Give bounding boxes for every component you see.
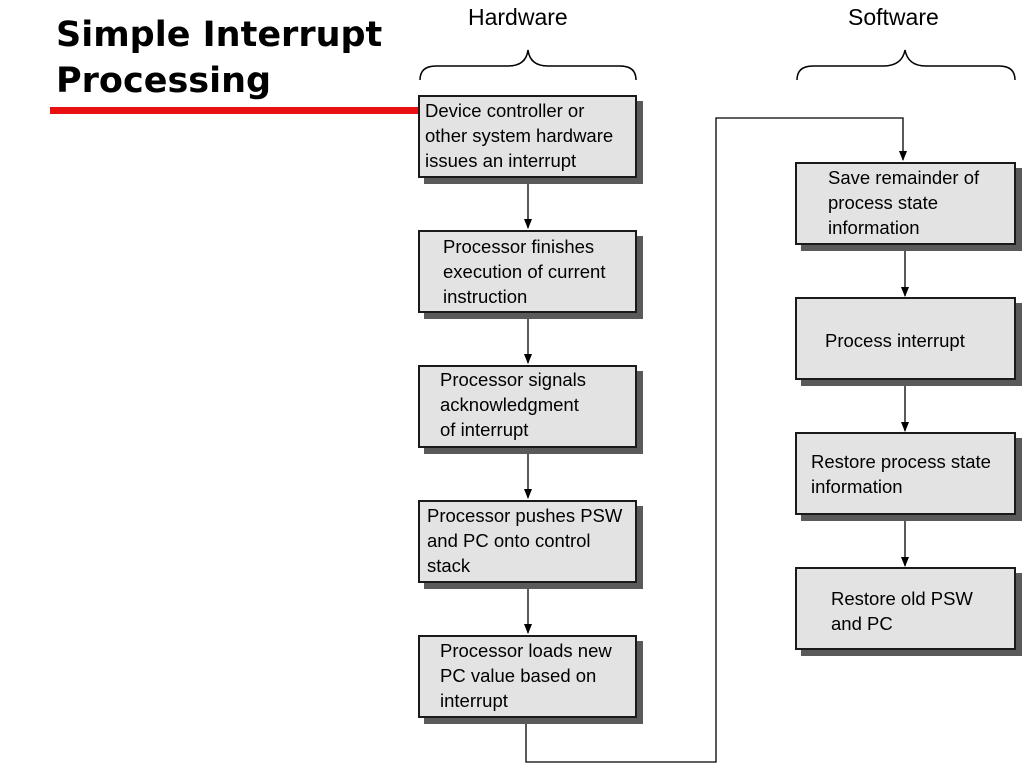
sw-step-save-state: Save remainder of process state informat… xyxy=(795,162,1016,245)
hw-step-signal-ack: Processor signals acknowledgment of inte… xyxy=(418,365,637,448)
hw-step-issue-interrupt-text: Device controller or other system hardwa… xyxy=(425,100,614,171)
hardware-column-label: Hardware xyxy=(468,4,568,30)
hw-step-push-psw-pc: Processor pushes PSW and PC onto control… xyxy=(418,500,637,583)
hw-step-finish-instruction-text: Processor finishes execution of current … xyxy=(443,236,606,307)
hw-step-finish-instruction: Processor finishes execution of current … xyxy=(418,230,637,313)
slide-title-line-2: Processing xyxy=(56,61,272,101)
slide-title-line-1: Simple Interrupt xyxy=(56,15,383,55)
sw-step-save-state-text: Save remainder of process state informat… xyxy=(828,167,980,238)
sw-step-restore-state-text: Restore process state information xyxy=(811,451,991,497)
hw-step-load-new-pc: Processor loads new PC value based on in… xyxy=(418,635,637,718)
sw-step-process-interrupt-text: Process interrupt xyxy=(825,330,965,351)
hardware-brace xyxy=(419,49,637,81)
sw-step-process-interrupt: Process interrupt xyxy=(795,297,1016,380)
hw-step-issue-interrupt: Device controller or other system hardwa… xyxy=(418,95,637,178)
title-underline xyxy=(50,107,422,114)
slide-title: Simple Interrupt Processing xyxy=(56,12,382,104)
hw-step-signal-ack-text: Processor signals acknowledgment of inte… xyxy=(440,369,587,440)
software-brace xyxy=(796,49,1016,81)
sw-step-restore-psw-pc-text: Restore old PSW and PC xyxy=(831,588,973,634)
hw-step-load-new-pc-text: Processor loads new PC value based on in… xyxy=(440,640,612,711)
sw-step-restore-psw-pc: Restore old PSW and PC xyxy=(795,567,1016,650)
hw-step-push-psw-pc-text: Processor pushes PSW and PC onto control… xyxy=(427,505,623,576)
arrow-hw-to-sw xyxy=(525,117,907,763)
software-column-label: Software xyxy=(848,4,939,30)
sw-step-restore-state: Restore process state information xyxy=(795,432,1016,515)
